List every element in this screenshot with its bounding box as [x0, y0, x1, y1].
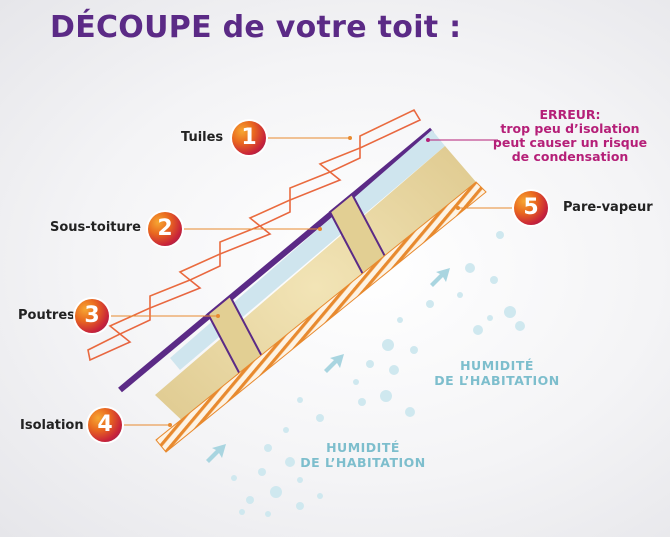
leader-lines	[110, 137, 512, 426]
badge-2: 2	[148, 212, 182, 246]
humidity-label-left: HUMIDITÉ DE L’HABITATION	[298, 440, 428, 470]
moisture-dots	[231, 231, 525, 517]
sous-toiture-membrane	[118, 127, 434, 393]
humidity-left-line-2: DE L’HABITATION	[300, 455, 426, 470]
error-line-1: trop peu d’isolation	[500, 121, 640, 136]
layer-label-poutres: Poutres	[18, 308, 75, 323]
badge-3: 3	[75, 299, 109, 333]
error-heading: ERREUR:	[539, 107, 601, 122]
insulation-layer	[155, 146, 476, 428]
humidity-arrows	[206, 268, 450, 463]
layer-label-tuiles: Tuiles	[181, 130, 224, 145]
page-title: DÉCOUPE de votre toit :	[50, 10, 462, 45]
error-line-3: de condensation	[511, 149, 629, 164]
badge-5: 5	[514, 191, 548, 225]
humidity-left-line-1: HUMIDITÉ	[326, 440, 400, 455]
error-note: ERREUR: trop peu d’isolation peut causer…	[480, 108, 660, 164]
badge-4: 4	[88, 408, 122, 442]
humidity-label-right: HUMIDITÉ DE L’HABITATION	[432, 358, 562, 388]
ventilation-gap	[170, 130, 445, 370]
layer-label-isolation: Isolation	[20, 418, 84, 433]
error-line-2: peut causer un risque	[492, 135, 648, 150]
tiles	[87, 108, 422, 362]
humidity-right-line-1: HUMIDITÉ	[460, 358, 534, 373]
layer-label-sous-toiture: Sous-toiture	[50, 220, 141, 235]
layer-label-pare-vapeur: Pare-vapeur	[563, 200, 653, 215]
humidity-right-line-2: DE L’HABITATION	[434, 373, 560, 388]
badge-1: 1	[232, 121, 266, 155]
vapour-barrier	[155, 181, 487, 453]
